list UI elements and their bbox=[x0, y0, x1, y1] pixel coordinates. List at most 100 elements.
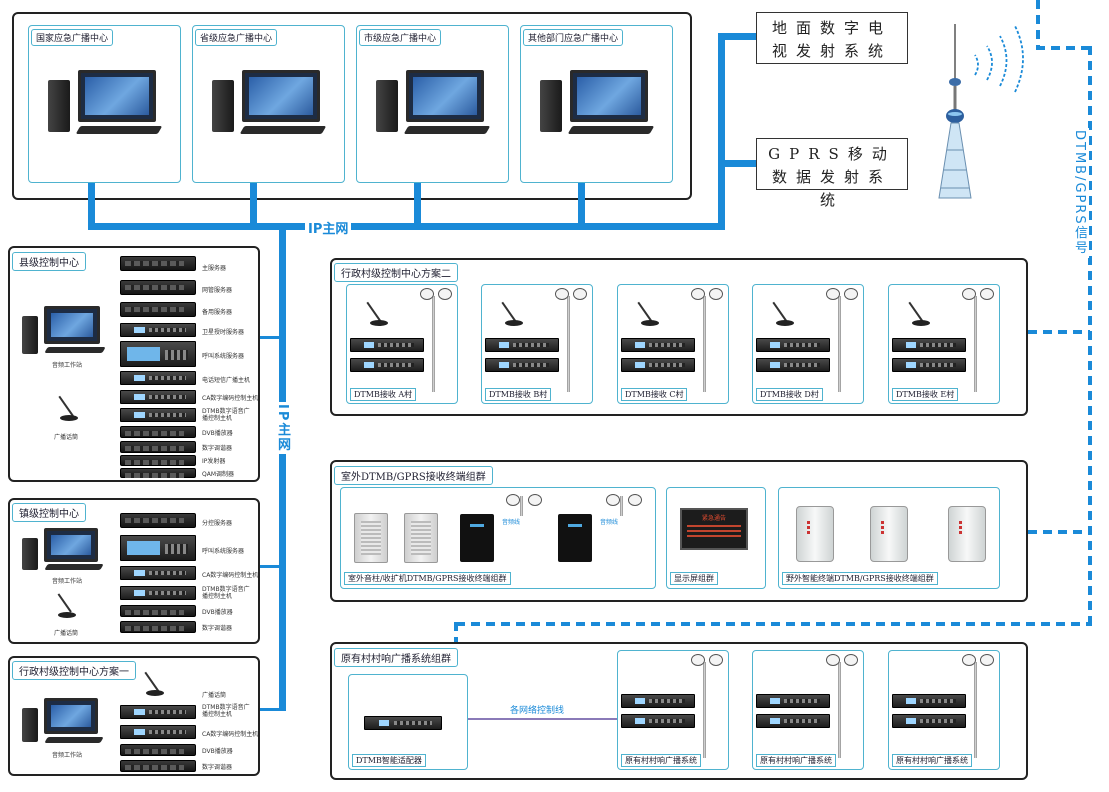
monitor-icon bbox=[44, 528, 98, 562]
center-label-city: 市级应急广播中心 bbox=[359, 29, 442, 46]
village-one-device-label: 数字调谐器 bbox=[202, 764, 233, 771]
existing-unit-3 bbox=[888, 650, 1000, 770]
receiver-label-c: DTMB接收 C村 bbox=[621, 388, 688, 401]
rack-unit bbox=[621, 358, 695, 372]
town-device-label: 数字调谐器 bbox=[202, 625, 233, 632]
server-unit bbox=[120, 455, 196, 466]
ip-link-county bbox=[258, 336, 282, 339]
pole-icon bbox=[838, 296, 841, 392]
county-device-label: DTMB数字语音广播控制主机 bbox=[202, 408, 250, 422]
outdoor-group-title: 室外DTMB/GPRS接收终端组群 bbox=[334, 466, 493, 485]
horn-speaker-icon bbox=[628, 494, 642, 506]
village-one-workstation-label: 音频工作站 bbox=[52, 752, 83, 759]
terrestrial-tx-label: 地面数字电视发射系统 bbox=[771, 19, 892, 60]
rack-unit bbox=[350, 338, 424, 352]
mic-base-icon bbox=[641, 320, 659, 326]
mic-base-icon bbox=[370, 320, 388, 326]
ip-link-province bbox=[250, 183, 257, 228]
existing-unit-label: 原有村村响广播系统 bbox=[892, 754, 972, 767]
monitor-icon bbox=[406, 70, 484, 122]
pole-icon bbox=[703, 296, 706, 392]
outdoor-sub3-label: 野外智能终端DTMB/GPRS接收终端组群 bbox=[782, 572, 938, 585]
signal-branch-existing bbox=[456, 622, 1092, 626]
monitor-icon bbox=[570, 70, 648, 122]
rack-unit bbox=[756, 714, 830, 728]
ip-link-terrestrial bbox=[718, 33, 756, 40]
server-unit bbox=[120, 302, 196, 317]
town-mic-label: 广播话筒 bbox=[54, 630, 79, 637]
gprs-tx-system: GPRS移动数据发射系统 bbox=[756, 138, 908, 209]
mic-base-icon bbox=[58, 612, 76, 618]
rack-unit bbox=[120, 705, 196, 719]
town-device-label: CA数字编码控制主机 bbox=[202, 572, 259, 579]
pole-icon bbox=[974, 296, 977, 392]
field-terminal-cabinet-icon bbox=[948, 506, 986, 562]
rack-unit bbox=[120, 390, 196, 404]
county-device-label: DVB播放器 bbox=[202, 430, 233, 437]
mic-base-icon bbox=[146, 690, 164, 696]
county-device-label: 呼叫系统服务器 bbox=[202, 353, 245, 360]
monitor-icon bbox=[44, 698, 98, 734]
rack-unit bbox=[621, 694, 695, 708]
county-device-label: CA数字编码控制主机 bbox=[202, 395, 259, 402]
county-device-label: 卫星授时服务器 bbox=[202, 329, 245, 336]
village-one-device-label: DTMB数字语音广播控制主机 bbox=[202, 704, 250, 718]
village-one-device-label: CA数字编码控制主机 bbox=[202, 731, 259, 738]
mic-base-icon bbox=[60, 415, 78, 421]
county-device-label: QAM调制器 bbox=[202, 471, 235, 478]
county-device-label: 网管服务器 bbox=[202, 287, 233, 294]
horn-speaker-icon bbox=[506, 494, 520, 506]
horn-speaker-icon bbox=[420, 288, 434, 300]
pole-icon bbox=[703, 662, 706, 758]
county-device-label: IP发射器 bbox=[202, 458, 226, 465]
monitor-icon bbox=[44, 306, 100, 344]
county-device-label: 备用服务器 bbox=[202, 309, 233, 316]
keyboard-icon bbox=[44, 564, 104, 570]
receiver-label-a: DTMB接收 A村 bbox=[350, 388, 417, 401]
village-center-one-title: 行政村级控制中心方案一 bbox=[12, 661, 136, 680]
server-unit bbox=[120, 760, 196, 772]
gprs-tx-label: GPRS移动数据发射系统 bbox=[768, 145, 896, 209]
pole-icon bbox=[838, 662, 841, 758]
rack-unit bbox=[485, 358, 559, 372]
server-unit bbox=[120, 468, 196, 478]
horn-speaker-icon bbox=[573, 288, 587, 300]
adapter-rack-unit bbox=[364, 716, 442, 730]
mic-base-icon bbox=[505, 320, 523, 326]
rack-unit bbox=[120, 341, 196, 367]
keyboard-icon bbox=[75, 126, 163, 134]
server-unit bbox=[120, 621, 196, 633]
existing-unit-label: 原有村村响广播系统 bbox=[756, 754, 836, 767]
server-unit bbox=[120, 426, 196, 438]
horn-speaker-icon bbox=[555, 288, 569, 300]
keyboard-icon bbox=[44, 737, 104, 743]
pc-tower-icon bbox=[22, 708, 38, 742]
adapter-label: DTMB智能适配器 bbox=[352, 754, 426, 767]
existing-unit-1 bbox=[617, 650, 729, 770]
horn-speaker-icon bbox=[844, 654, 858, 666]
horn-speaker-icon bbox=[528, 494, 542, 506]
horn-speaker-icon bbox=[606, 494, 620, 506]
server-unit bbox=[120, 256, 196, 271]
pole-icon bbox=[974, 662, 977, 758]
amplifier-box-icon bbox=[558, 514, 592, 562]
server-unit bbox=[120, 605, 196, 617]
pc-tower-icon bbox=[22, 316, 38, 354]
horn-speaker-icon bbox=[691, 654, 705, 666]
column-speaker-cabinet-icon bbox=[354, 513, 388, 563]
monitor-icon bbox=[78, 70, 156, 122]
town-device-label: 呼叫系统服务器 bbox=[202, 548, 245, 555]
town-device-label: 分控服务器 bbox=[202, 520, 233, 527]
signal-line-main bbox=[1088, 46, 1092, 626]
pole-icon bbox=[567, 296, 570, 392]
rack-unit bbox=[756, 338, 830, 352]
horn-speaker-icon bbox=[826, 288, 840, 300]
rack-unit bbox=[485, 338, 559, 352]
center-label-other: 其他部门应急广播中心 bbox=[523, 29, 624, 46]
pole-icon bbox=[432, 296, 435, 392]
rack-unit bbox=[120, 725, 196, 739]
rack-unit bbox=[120, 586, 196, 600]
keyboard-icon bbox=[567, 126, 655, 134]
horn-speaker-icon bbox=[980, 288, 994, 300]
audio-line-tag: 音频线 bbox=[600, 519, 619, 526]
